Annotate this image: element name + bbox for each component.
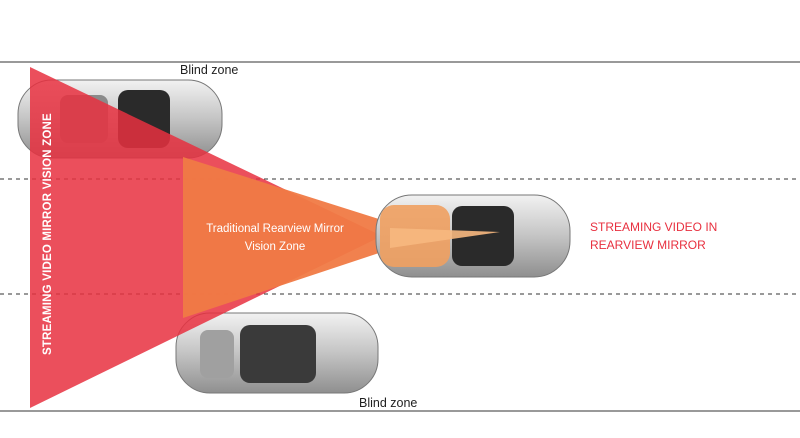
traditional-mirror-label-line2: Vision Zone (244, 241, 306, 253)
blind-zone-label-top: Blind zone (180, 63, 239, 77)
streaming-video-label: STREAMING VIDEO IN REARVIEW MIRROR (590, 218, 730, 254)
car-ego (375, 194, 571, 278)
traditional-mirror-vision-zone (183, 157, 382, 318)
car-blind-zone-bottom (175, 312, 379, 394)
traditional-mirror-label: Traditional Rearview Mirror Vision Zone (200, 220, 350, 256)
streaming-video-label-line2: REARVIEW MIRROR (590, 238, 706, 252)
blind-zone-label-bottom: Blind zone (359, 396, 418, 410)
streaming-vision-zone-vertical-label: STREAMING VIDEO MIRROR VISION ZONE (42, 113, 54, 355)
streaming-video-label-line1: STREAMING VIDEO IN (590, 220, 718, 234)
traditional-mirror-label-line1: Traditional Rearview Mirror (206, 223, 344, 235)
